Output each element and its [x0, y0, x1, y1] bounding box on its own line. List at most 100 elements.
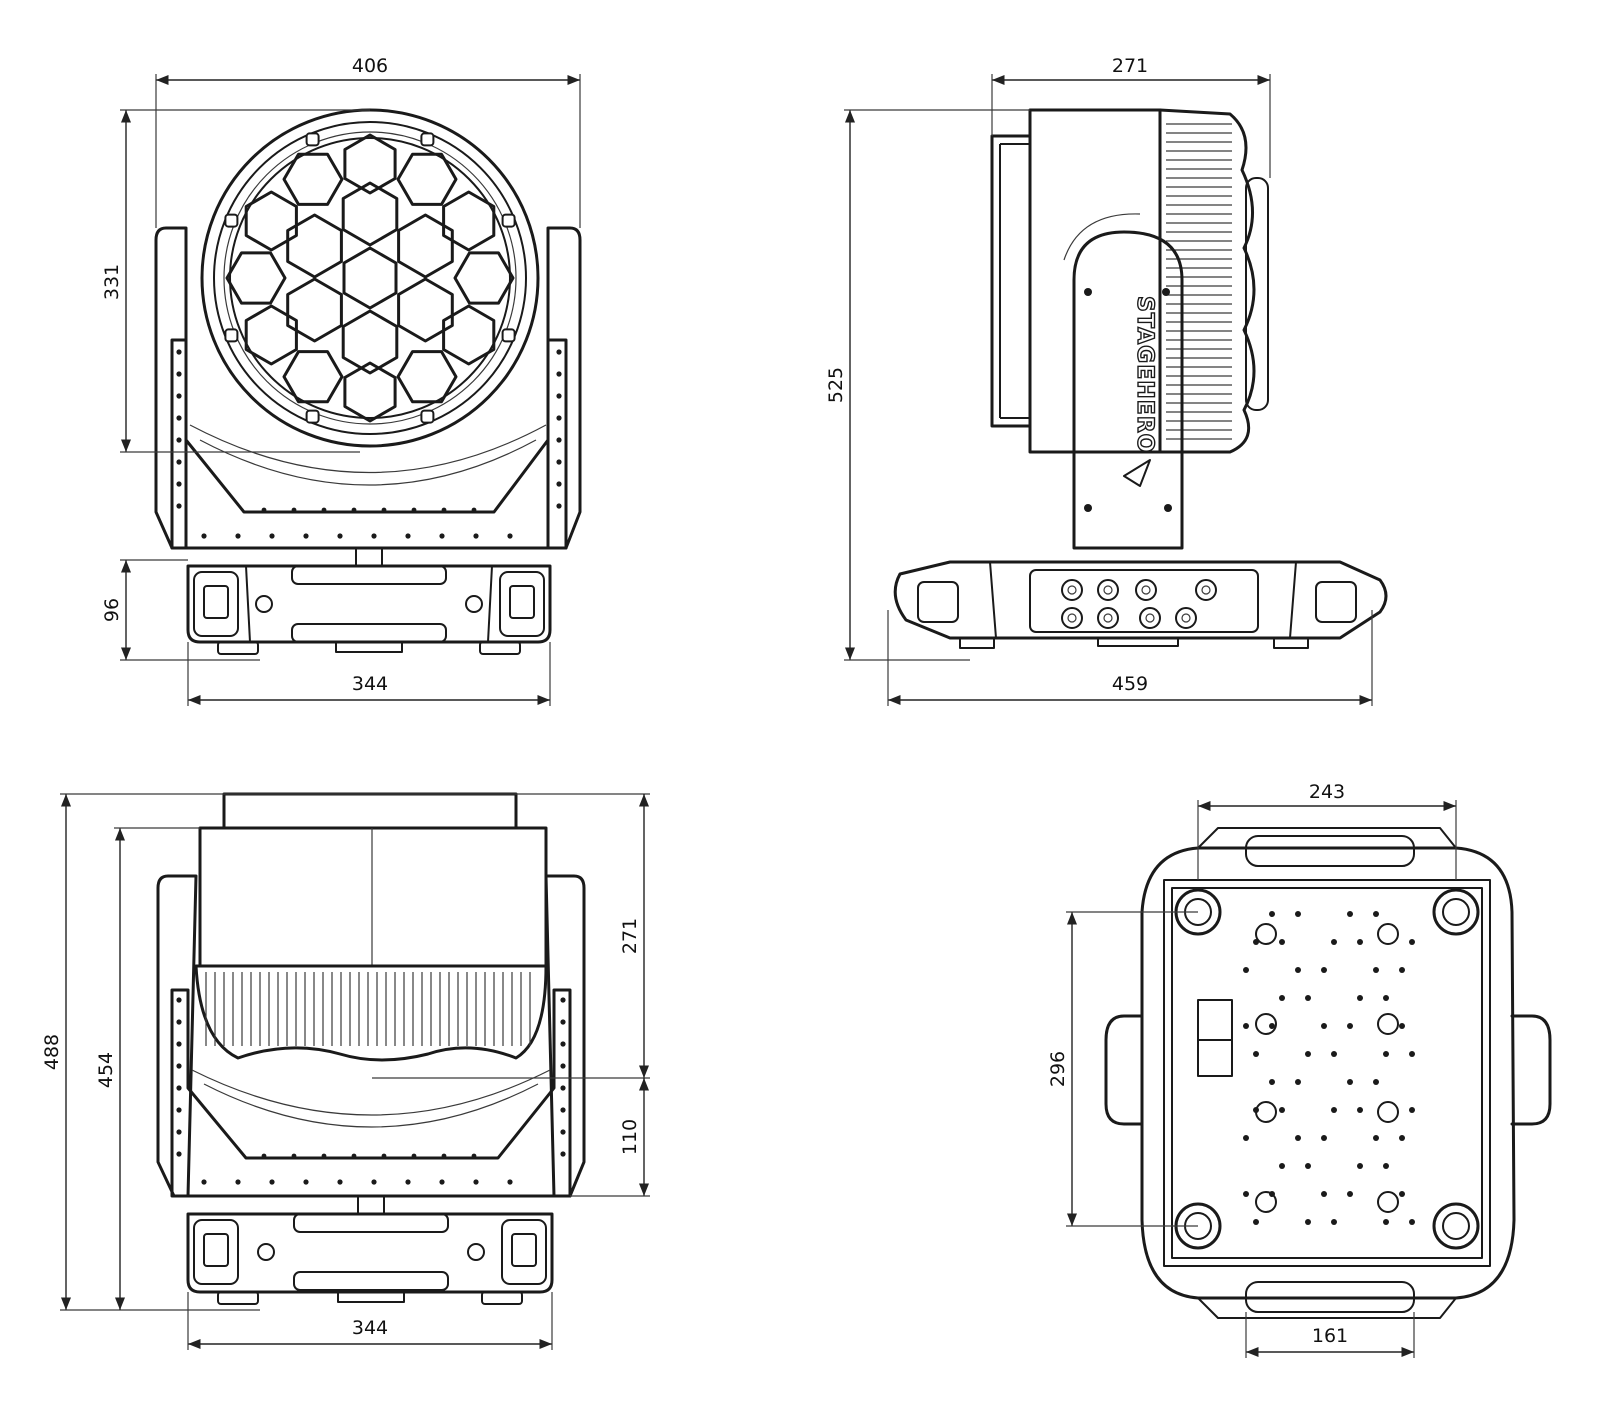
dim-side-base-width: 459	[1112, 673, 1148, 695]
lens-cell	[342, 246, 398, 310]
bottom-latch	[1197, 999, 1233, 1077]
bottom-screw-dot	[1305, 1051, 1311, 1057]
screw-dot	[176, 1063, 182, 1069]
screw-dot	[560, 1041, 566, 1047]
tilted-dimensions: 488 454 271 110 344	[41, 793, 650, 1350]
front-head-ring	[200, 108, 540, 448]
ring-tab	[501, 213, 516, 228]
dim-tilted-total-height: 488	[41, 1034, 63, 1070]
screw-dot	[337, 1179, 343, 1185]
bottom-screw-dot	[1383, 995, 1389, 1001]
screw-dot	[371, 533, 377, 539]
connector-socket	[1175, 607, 1197, 629]
screw-dot	[176, 1151, 182, 1157]
bottom-screw-dot	[1269, 1023, 1275, 1029]
side-base	[893, 560, 1388, 640]
screw-dot	[303, 533, 309, 539]
mount-hole	[1377, 1101, 1399, 1123]
bottom-screw-dot	[1321, 1135, 1327, 1141]
connector-socket	[1097, 607, 1119, 629]
bottom-screw-dot	[1269, 1191, 1275, 1197]
screw-dot	[507, 1179, 513, 1185]
bottom-screw-dot	[1295, 967, 1301, 973]
tilted-rear-cover	[222, 792, 518, 830]
connector-socket	[1135, 579, 1157, 601]
front-view	[154, 108, 582, 655]
mount-hole	[1255, 1101, 1277, 1123]
screw-dot	[560, 1019, 566, 1025]
bottom-left-arm	[1104, 1014, 1144, 1126]
screw-dot	[201, 533, 207, 539]
ring-tab	[305, 132, 320, 147]
side-heat-fins	[1158, 108, 1256, 454]
screw-dot	[471, 1153, 477, 1159]
screw-dot	[439, 1179, 445, 1185]
bottom-screw-dot	[1399, 1023, 1405, 1029]
lens-cell	[341, 309, 399, 375]
rubber-foot	[1432, 888, 1480, 936]
bottom-screw-dot	[1295, 1135, 1301, 1141]
bottom-screw-dot	[1383, 1163, 1389, 1169]
screw-dot	[321, 507, 327, 513]
bottom-screw-dot	[1409, 939, 1415, 945]
bottom-bottom-handle	[1245, 1281, 1415, 1313]
bottom-screw-dot	[1331, 1107, 1337, 1113]
bottom-screw-dot	[1373, 911, 1379, 917]
screw-dot	[471, 507, 477, 513]
screw-dot	[560, 1151, 566, 1157]
screw-dot	[411, 507, 417, 513]
bottom-screw-dot	[1305, 1163, 1311, 1169]
dim-side-depth: 271	[1112, 55, 1148, 77]
lens-cell	[397, 213, 454, 279]
screw-dot	[176, 459, 182, 465]
screw-dot	[473, 1179, 479, 1185]
screw-dot	[176, 349, 182, 355]
screw-dot	[560, 1107, 566, 1113]
screw-dot	[235, 1179, 241, 1185]
bottom-screw-dot	[1399, 1135, 1405, 1141]
front-base	[186, 564, 552, 644]
screw-dot	[176, 1085, 182, 1091]
lens-cell	[442, 304, 496, 366]
bottom-screw-dot	[1253, 1107, 1259, 1113]
lens-cell	[343, 361, 397, 423]
ring-tab	[305, 409, 320, 424]
dim-tilted-base-width: 344	[352, 1317, 388, 1339]
screw-dot	[261, 1153, 267, 1159]
bottom-right-arm	[1510, 1014, 1552, 1126]
side-rear-cover	[990, 134, 1032, 428]
bottom-screw-dot	[1279, 1163, 1285, 1169]
mount-hole	[1377, 1191, 1399, 1213]
bottom-screw-dot	[1373, 967, 1379, 973]
screw-dot	[176, 415, 182, 421]
bottom-screw-dot	[1357, 1107, 1363, 1113]
screw-dot	[176, 437, 182, 443]
connector-socket	[1061, 607, 1083, 629]
screw-dot	[556, 481, 562, 487]
screw-dot	[441, 507, 447, 513]
dim-front-base-width: 344	[352, 673, 388, 695]
front-left-arm	[154, 226, 188, 550]
lens-cell	[397, 277, 454, 343]
screw-dot	[321, 1153, 327, 1159]
screw-dot	[473, 533, 479, 539]
screw-dot	[405, 533, 411, 539]
screw-dot	[176, 503, 182, 509]
screw-dot	[176, 371, 182, 377]
mount-hole	[1377, 1013, 1399, 1035]
connector-pin	[1145, 613, 1155, 623]
bottom-screw-dot	[1357, 939, 1363, 945]
bottom-screw-dot	[1253, 1051, 1259, 1057]
lens-cell	[442, 190, 496, 252]
ring-tab	[224, 328, 239, 343]
ring-tab	[501, 328, 516, 343]
screw-dot	[176, 393, 182, 399]
bottom-screw-dot	[1279, 995, 1285, 1001]
lens-cell	[244, 304, 298, 366]
screw-dot	[556, 503, 562, 509]
bottom-screw-dot	[1269, 911, 1275, 917]
dim-front-head-height: 331	[101, 264, 123, 300]
screw-dot	[560, 1085, 566, 1091]
connector-pin	[1067, 613, 1077, 623]
bottom-screw-dot	[1347, 1079, 1353, 1085]
